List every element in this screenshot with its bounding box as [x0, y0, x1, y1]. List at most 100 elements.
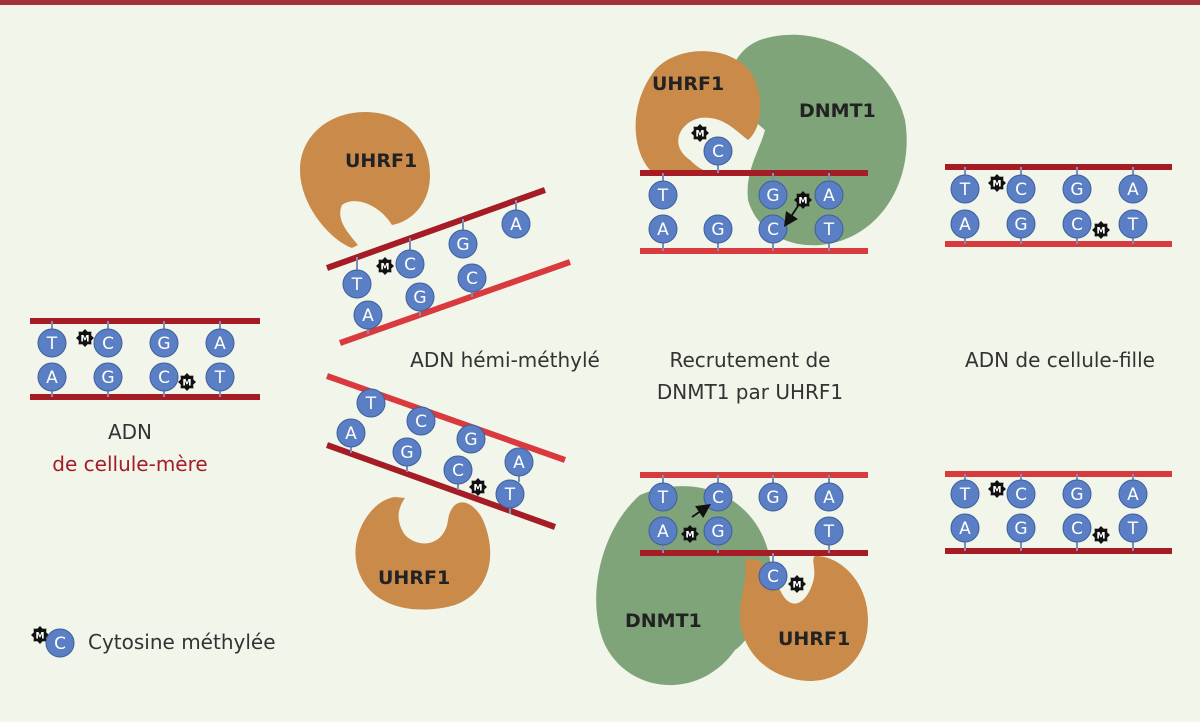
strand-top [325, 187, 547, 271]
nucleotide-base: T [1118, 209, 1148, 239]
svg-text:C: C [767, 220, 779, 240]
nucleotide-base: T [814, 516, 844, 546]
svg-text:T: T [1127, 215, 1139, 235]
nucleotide-base: A [814, 482, 844, 512]
uhrf1-protein-recruit-top: UHRF1 [635, 51, 761, 174]
nucleotide-base: A [336, 418, 366, 448]
nucleotide-base: A [501, 209, 531, 239]
nucleotide-base: T [648, 482, 678, 512]
nucleotide-base: C [149, 362, 179, 392]
svg-text:C: C [54, 634, 66, 654]
methyl-mark-icon: M [788, 575, 806, 593]
svg-text:T: T [365, 394, 377, 414]
svg-text:T: T [823, 220, 835, 240]
svg-text:G: G [1014, 519, 1027, 539]
svg-text:G: G [456, 235, 469, 255]
svg-text:G: G [101, 368, 114, 388]
svg-text:A: A [46, 368, 58, 388]
svg-text:M: M [686, 531, 695, 541]
svg-text:T: T [1127, 519, 1139, 539]
methyl-mark-icon: M [1092, 221, 1110, 239]
svg-text:T: T [351, 275, 363, 295]
svg-text:M: M [381, 263, 390, 273]
nucleotide-base: T [205, 362, 235, 392]
nucleotide-base: A [814, 180, 844, 210]
svg-text:M: M [1097, 227, 1106, 237]
svg-text:A: A [657, 522, 669, 542]
nucleotide-base: G [1006, 513, 1036, 543]
svg-text:M: M [799, 197, 808, 207]
methyl-mark-icon: M [691, 124, 709, 142]
nucleotide-base: C [1062, 209, 1092, 239]
svg-text:T: T [504, 485, 516, 505]
methyl-mark-icon: M [178, 373, 196, 391]
nucleotide-base: G [1006, 209, 1036, 239]
svg-text:C: C [466, 269, 478, 289]
uhrf1-protein-hemi-upper: UHRF1 [300, 112, 430, 248]
nucleotide-base: G [149, 328, 179, 358]
nucleotide-base: A [504, 447, 534, 477]
svg-text:G: G [1070, 485, 1083, 505]
methylation-arrow [691, 503, 711, 519]
daughter-dna-label: ADN de cellule-fille [965, 348, 1155, 372]
svg-text:T: T [959, 180, 971, 200]
nucleotide-base: A [37, 362, 67, 392]
nucleotide-base: C [93, 328, 123, 358]
nucleotide-base: C [457, 263, 487, 293]
nucleotide-base: A [205, 328, 235, 358]
strand-bottom [339, 259, 571, 346]
dnmt1-protein-recruit-top: DNMT1 [731, 34, 907, 246]
mother-dna-sublabel: de cellule-mère [52, 452, 208, 476]
svg-text:T: T [959, 485, 971, 505]
nucleotide-base: G [392, 437, 422, 467]
nucleotide-base: C [1006, 174, 1036, 204]
nucleotide-base: A [353, 300, 383, 330]
nucleotide-base: A [950, 209, 980, 239]
svg-text:M: M [993, 180, 1002, 190]
svg-text:A: A [345, 424, 357, 444]
svg-text:A: A [513, 453, 525, 473]
methyl-mark-icon: M [794, 191, 812, 209]
svg-text:M: M [183, 379, 192, 389]
nucleotide-base: A [1118, 479, 1148, 509]
svg-text:T: T [46, 334, 58, 354]
nucleotide-base: C [1062, 513, 1092, 543]
svg-text:A: A [362, 306, 374, 326]
svg-text:C: C [452, 461, 464, 481]
nucleotide-base: A [648, 516, 678, 546]
svg-text:M: M [696, 130, 705, 140]
nucleotide-base: G [448, 229, 478, 259]
nucleotide-base: T [495, 479, 525, 509]
svg-text:M: M [474, 484, 483, 494]
svg-text:G: G [711, 220, 724, 240]
uhrf1-label: UHRF1 [778, 628, 850, 650]
nucleotide-base: C [703, 136, 733, 166]
nucleotide-base: A [950, 513, 980, 543]
nucleotide-base: T [356, 388, 386, 418]
svg-text:C: C [712, 488, 724, 508]
uhrf1-label: UHRF1 [652, 73, 724, 95]
svg-text:A: A [657, 220, 669, 240]
svg-text:G: G [1014, 215, 1027, 235]
nucleotide-base: A [1118, 174, 1148, 204]
svg-text:A: A [1127, 485, 1139, 505]
nucleotide-base: T [37, 328, 67, 358]
svg-text:C: C [415, 412, 427, 432]
nucleotide-base: G [758, 180, 788, 210]
svg-text:G: G [711, 522, 724, 542]
svg-text:T: T [214, 368, 226, 388]
nucleotide-base: G [703, 214, 733, 244]
svg-text:A: A [959, 215, 971, 235]
hemi-methylated-label: ADN hémi-méthylé [410, 348, 600, 372]
nucleotide-base: C [703, 482, 733, 512]
svg-text:C: C [1015, 180, 1027, 200]
nucleotide-base: G [93, 362, 123, 392]
recruitment-label-line2: DNMT1 par UHRF1 [656, 380, 844, 404]
dnmt1-label: DNMT1 [799, 100, 876, 122]
